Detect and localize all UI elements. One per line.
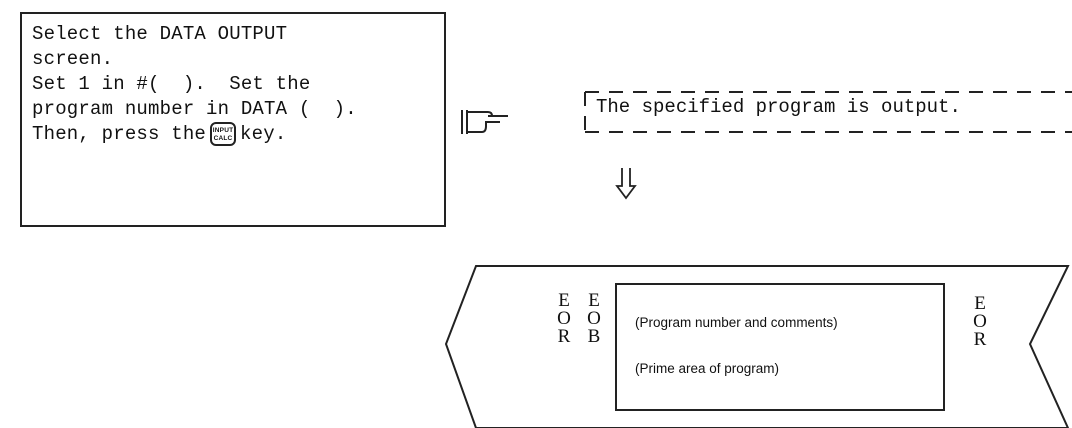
down-arrow-icon [614, 166, 638, 207]
instruction-box: Select the DATA OUTPUT screen. Set 1 in … [20, 12, 446, 227]
result-callout: The specified program is output. [582, 80, 1072, 135]
key-label-bottom: CALC [213, 135, 233, 142]
hand-pointing-right-icon [458, 104, 514, 145]
program-block: (Program number and comments) (Prime are… [615, 283, 945, 411]
instruction-line: Set 1 in #( ). Set the [32, 73, 311, 95]
instruction-text: key. [240, 123, 287, 146]
instruction-line: screen. [32, 48, 114, 70]
key-label-top: INPUT [212, 127, 234, 134]
instruction-text: Then, press the [32, 123, 207, 146]
result-text: The specified program is output. [596, 96, 961, 118]
instruction-line: program number in DATA ( ). [32, 98, 357, 120]
instruction-line: Select the DATA OUTPUT [32, 23, 288, 45]
program-header-line: (Program number and comments) [635, 315, 838, 330]
program-body-line: (Prime area of program) [635, 361, 780, 376]
paper-tape-outline [444, 265, 1070, 428]
